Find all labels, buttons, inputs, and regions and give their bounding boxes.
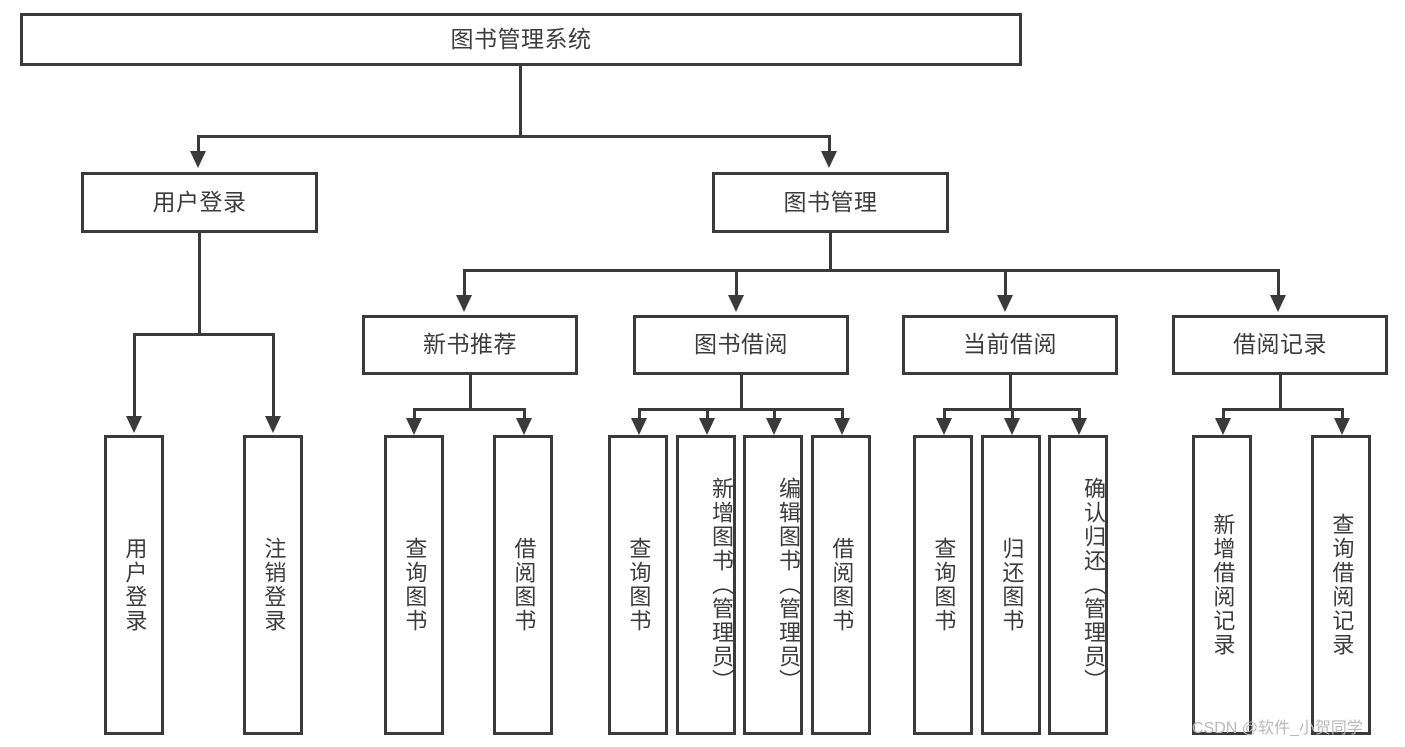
arrow-bookmgmt-to-c2 xyxy=(728,295,744,312)
arrow-root-to-login xyxy=(190,151,206,168)
node-label: 图书借阅 xyxy=(694,331,788,358)
node-label: 借阅记录 xyxy=(1233,331,1327,358)
connector-login-to-leaf2 xyxy=(272,333,275,418)
node-label: 新书推荐 xyxy=(423,331,517,358)
leaf-query-borrow-record[interactable]: 查询借阅记录 xyxy=(1311,435,1371,735)
node-label: 编辑图书（管理员） xyxy=(776,477,801,693)
node-label: 图书管理 xyxy=(783,188,878,215)
leaf-logout[interactable]: 注销登录 xyxy=(243,435,303,735)
connector-bookmgmt-to-c1 xyxy=(463,269,466,297)
connector-newbook-to-leaf1 xyxy=(413,408,416,420)
connector-root-to-bookmgmt xyxy=(828,135,831,153)
connector-current-to-leaf2 xyxy=(1011,408,1014,420)
connector-current-to-leaf3 xyxy=(1078,408,1081,420)
connector-borrow-to-leaf4 xyxy=(841,408,844,420)
connector-login-to-leaf1 xyxy=(133,333,136,418)
connector-root-bus xyxy=(197,135,831,138)
leaf-borrow-book-newbook[interactable]: 借阅图书 xyxy=(493,435,553,735)
node-label: 查询图书 xyxy=(931,537,957,633)
leaf-borrow-book[interactable]: 借阅图书 xyxy=(811,435,871,735)
arrow-borrow-to-leaf4 xyxy=(834,418,850,435)
connector-newbook-bus xyxy=(413,408,526,411)
connector-login-bus xyxy=(133,333,275,336)
node-label: 借阅图书 xyxy=(511,537,537,633)
arrow-root-to-bookmgmt xyxy=(821,151,837,168)
connector-borrow-stem xyxy=(740,375,743,410)
node-book-borrow[interactable]: 图书借阅 xyxy=(633,315,849,375)
connector-bookmgmt-to-c2 xyxy=(735,269,738,297)
connector-borrow-to-leaf1 xyxy=(638,408,641,420)
leaf-add-book-admin[interactable]: 新增图书（管理员） xyxy=(676,435,736,735)
arrow-borrow-to-leaf1 xyxy=(631,418,647,435)
arrow-borrow-to-leaf2 xyxy=(699,418,715,435)
arrow-bookmgmt-to-c1 xyxy=(456,295,472,312)
arrow-newbook-to-leaf1 xyxy=(406,418,422,435)
leaf-return-book[interactable]: 归还图书 xyxy=(981,435,1041,735)
node-label: 归还图书 xyxy=(999,537,1025,633)
leaf-add-borrow-record[interactable]: 新增借阅记录 xyxy=(1192,435,1252,735)
connector-record-to-leaf2 xyxy=(1341,408,1344,420)
node-root-system[interactable]: 图书管理系统 xyxy=(20,13,1022,66)
arrow-login-to-leaf1 xyxy=(126,416,142,433)
arrow-current-to-leaf2 xyxy=(1004,418,1020,435)
node-current-borrow[interactable]: 当前借阅 xyxy=(902,315,1118,375)
node-label: 图书管理系统 xyxy=(450,25,592,52)
node-label: 查询借阅记录 xyxy=(1329,513,1355,657)
node-label: 确认归还（管理员） xyxy=(1081,477,1106,693)
connector-record-stem xyxy=(1279,375,1282,410)
connector-borrow-to-leaf2 xyxy=(706,408,709,420)
connector-bookmgmt-stem xyxy=(829,233,832,271)
connector-record-to-leaf1 xyxy=(1222,408,1225,420)
node-label: 当前借阅 xyxy=(963,331,1057,358)
node-label: 借阅图书 xyxy=(829,537,855,633)
connector-root-stem xyxy=(519,66,522,137)
arrow-borrow-to-leaf3 xyxy=(766,418,782,435)
connector-borrow-bus xyxy=(638,408,844,411)
node-label: 新增图书（管理员） xyxy=(709,477,734,693)
connector-bookmgmt-to-c4 xyxy=(1277,269,1280,297)
node-user-login[interactable]: 用户登录 xyxy=(81,172,318,233)
arrow-record-to-leaf1 xyxy=(1215,418,1231,435)
node-borrow-record[interactable]: 借阅记录 xyxy=(1172,315,1388,375)
connector-record-bus xyxy=(1222,408,1344,411)
node-label: 查询图书 xyxy=(402,537,428,633)
arrow-current-to-leaf1 xyxy=(936,418,952,435)
connector-bookmgmt-to-c3 xyxy=(1004,269,1007,297)
leaf-confirm-return-admin[interactable]: 确认归还（管理员） xyxy=(1048,435,1108,735)
node-label: 查询图书 xyxy=(626,537,652,633)
leaf-user-login[interactable]: 用户登录 xyxy=(104,435,164,735)
arrow-bookmgmt-to-c3 xyxy=(997,295,1013,312)
leaf-query-book-borrow[interactable]: 查询图书 xyxy=(608,435,668,735)
arrow-bookmgmt-to-c4 xyxy=(1270,295,1286,312)
connector-newbook-stem xyxy=(469,375,472,410)
arrow-login-to-leaf2 xyxy=(265,416,281,433)
connector-login-stem xyxy=(198,233,201,335)
node-new-book-recommend[interactable]: 新书推荐 xyxy=(362,315,578,375)
arrow-current-to-leaf3 xyxy=(1071,418,1087,435)
connector-bookmgmt-bus xyxy=(463,269,1280,272)
arrow-record-to-leaf2 xyxy=(1334,418,1350,435)
connector-newbook-to-leaf2 xyxy=(523,408,526,420)
node-label: 注销登录 xyxy=(261,537,287,633)
node-book-management[interactable]: 图书管理 xyxy=(712,172,949,233)
node-label: 用户登录 xyxy=(152,188,247,215)
csdn-watermark: CSDN @软件_小贺同学 xyxy=(1192,720,1363,737)
leaf-query-book-current[interactable]: 查询图书 xyxy=(913,435,973,735)
node-label: 用户登录 xyxy=(122,537,148,633)
connector-borrow-to-leaf3 xyxy=(773,408,776,420)
leaf-query-book-newbook[interactable]: 查询图书 xyxy=(384,435,444,735)
connector-current-to-leaf1 xyxy=(943,408,946,420)
arrow-newbook-to-leaf2 xyxy=(516,418,532,435)
connector-root-to-login xyxy=(197,135,200,153)
connector-current-stem xyxy=(1009,375,1012,410)
node-label: 新增借阅记录 xyxy=(1210,513,1236,657)
leaf-edit-book-admin[interactable]: 编辑图书（管理员） xyxy=(743,435,803,735)
